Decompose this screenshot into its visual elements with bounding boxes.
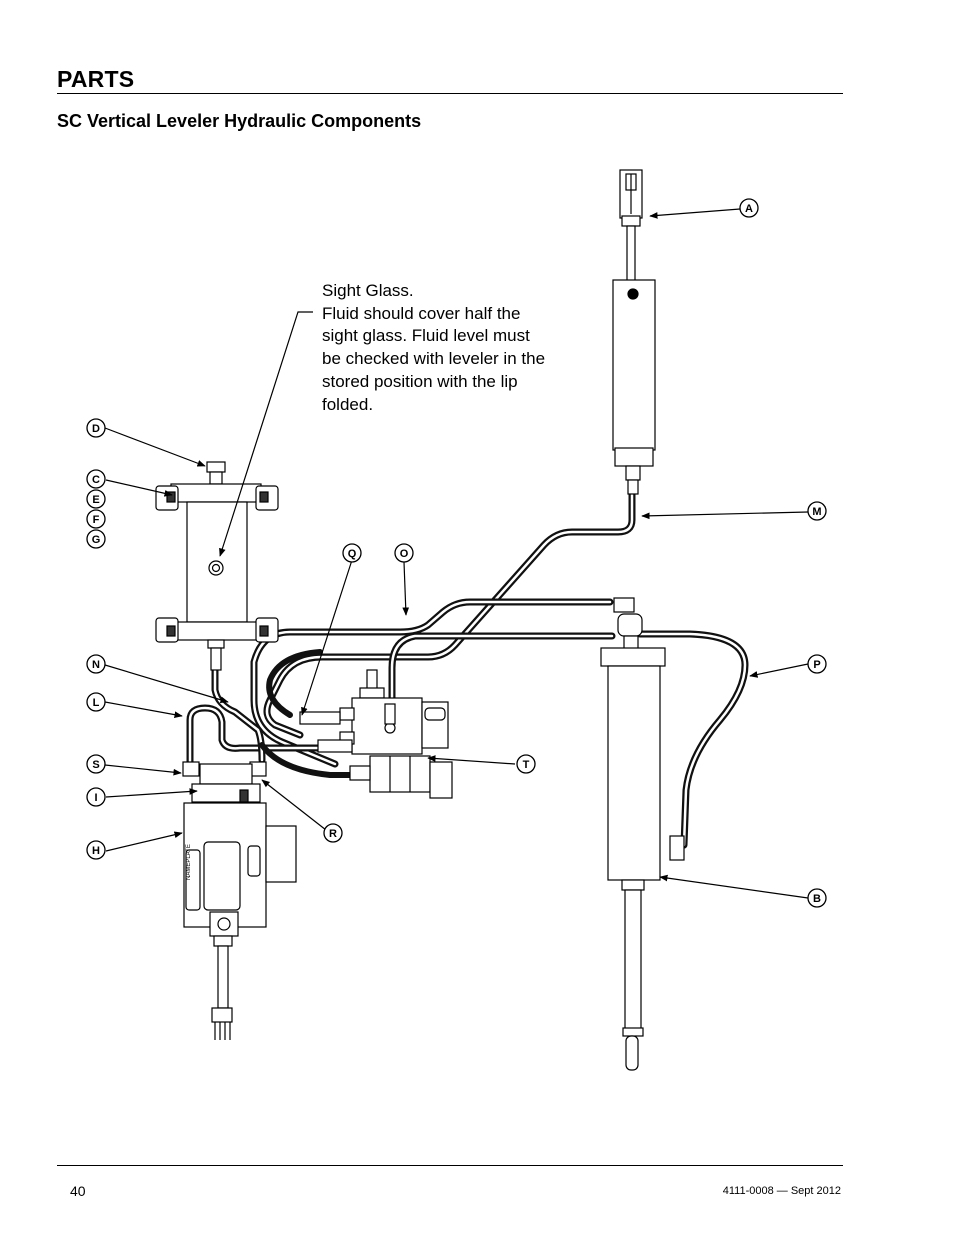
callout-i-label: I bbox=[94, 792, 97, 804]
callout-e-label: E bbox=[92, 494, 99, 506]
callout-c-label: C bbox=[92, 474, 100, 486]
page-subtitle: SC Vertical Leveler Hydraulic Components bbox=[57, 111, 422, 131]
document-id: 4111-0008 — Sept 2012 bbox=[722, 1185, 841, 1197]
callout-n-label: N bbox=[92, 659, 100, 671]
callout-a: A bbox=[739, 198, 759, 218]
callout-o-label: O bbox=[400, 548, 409, 560]
sight-glass-note: Sight Glass. Fluid should cover half the… bbox=[322, 280, 582, 416]
note-line: be checked with leveler in the bbox=[322, 349, 546, 369]
top-cylinder bbox=[612, 169, 656, 495]
callout-a-label: A bbox=[745, 203, 753, 215]
callout-l: L bbox=[86, 692, 106, 712]
note-line: Sight Glass. bbox=[322, 281, 414, 300]
callout-f-label: F bbox=[93, 514, 100, 526]
callout-s-label: S bbox=[92, 759, 99, 771]
callout-i: I bbox=[86, 787, 106, 807]
callout-f: F bbox=[86, 509, 106, 529]
callout-h-label: H bbox=[92, 845, 100, 857]
callouts: A M P B D C E F G Q O N L S I H T R bbox=[86, 198, 827, 908]
callout-c: C bbox=[86, 469, 106, 489]
callout-g: G bbox=[86, 529, 106, 549]
callout-e: E bbox=[86, 489, 106, 509]
callout-m-label: M bbox=[812, 506, 821, 518]
pump-assembly bbox=[182, 761, 297, 1040]
leader-lines bbox=[104, 208, 809, 899]
callout-b: B bbox=[807, 888, 827, 908]
callout-d: D bbox=[86, 418, 106, 438]
header-rule bbox=[57, 93, 843, 94]
callout-n: N bbox=[86, 654, 106, 674]
callout-g-label: G bbox=[92, 534, 101, 546]
note-line: sight glass. Fluid level must bbox=[322, 326, 530, 346]
footer-rule bbox=[57, 1165, 843, 1166]
callout-b-label: B bbox=[813, 893, 821, 905]
page-number: 40 bbox=[70, 1183, 86, 1199]
callout-d-label: D bbox=[92, 423, 100, 435]
callout-r-label: R bbox=[329, 828, 337, 840]
callout-p: P bbox=[807, 654, 827, 674]
callout-h: H bbox=[86, 840, 106, 860]
callout-t-label: T bbox=[523, 759, 530, 771]
valve-block bbox=[299, 669, 453, 799]
reservoir bbox=[155, 461, 279, 671]
note-line: folded. bbox=[322, 394, 374, 414]
hoses bbox=[186, 486, 749, 849]
callout-p-label: P bbox=[813, 659, 820, 671]
note-line: stored position with the lip bbox=[322, 371, 518, 391]
nameplate-label: NAMEPLATE bbox=[186, 844, 192, 880]
note-line: Fluid should cover half the bbox=[322, 303, 521, 323]
callout-o: O bbox=[394, 543, 414, 563]
callout-l-label: L bbox=[93, 697, 100, 709]
callout-q: Q bbox=[342, 543, 362, 563]
bottom-cylinder bbox=[600, 597, 685, 1071]
callout-t: T bbox=[516, 754, 536, 774]
callout-m: M bbox=[807, 501, 827, 521]
section-title: PARTS bbox=[57, 66, 135, 92]
callout-s: S bbox=[86, 754, 106, 774]
callout-r: R bbox=[323, 823, 343, 843]
callout-q-label: Q bbox=[348, 548, 357, 560]
